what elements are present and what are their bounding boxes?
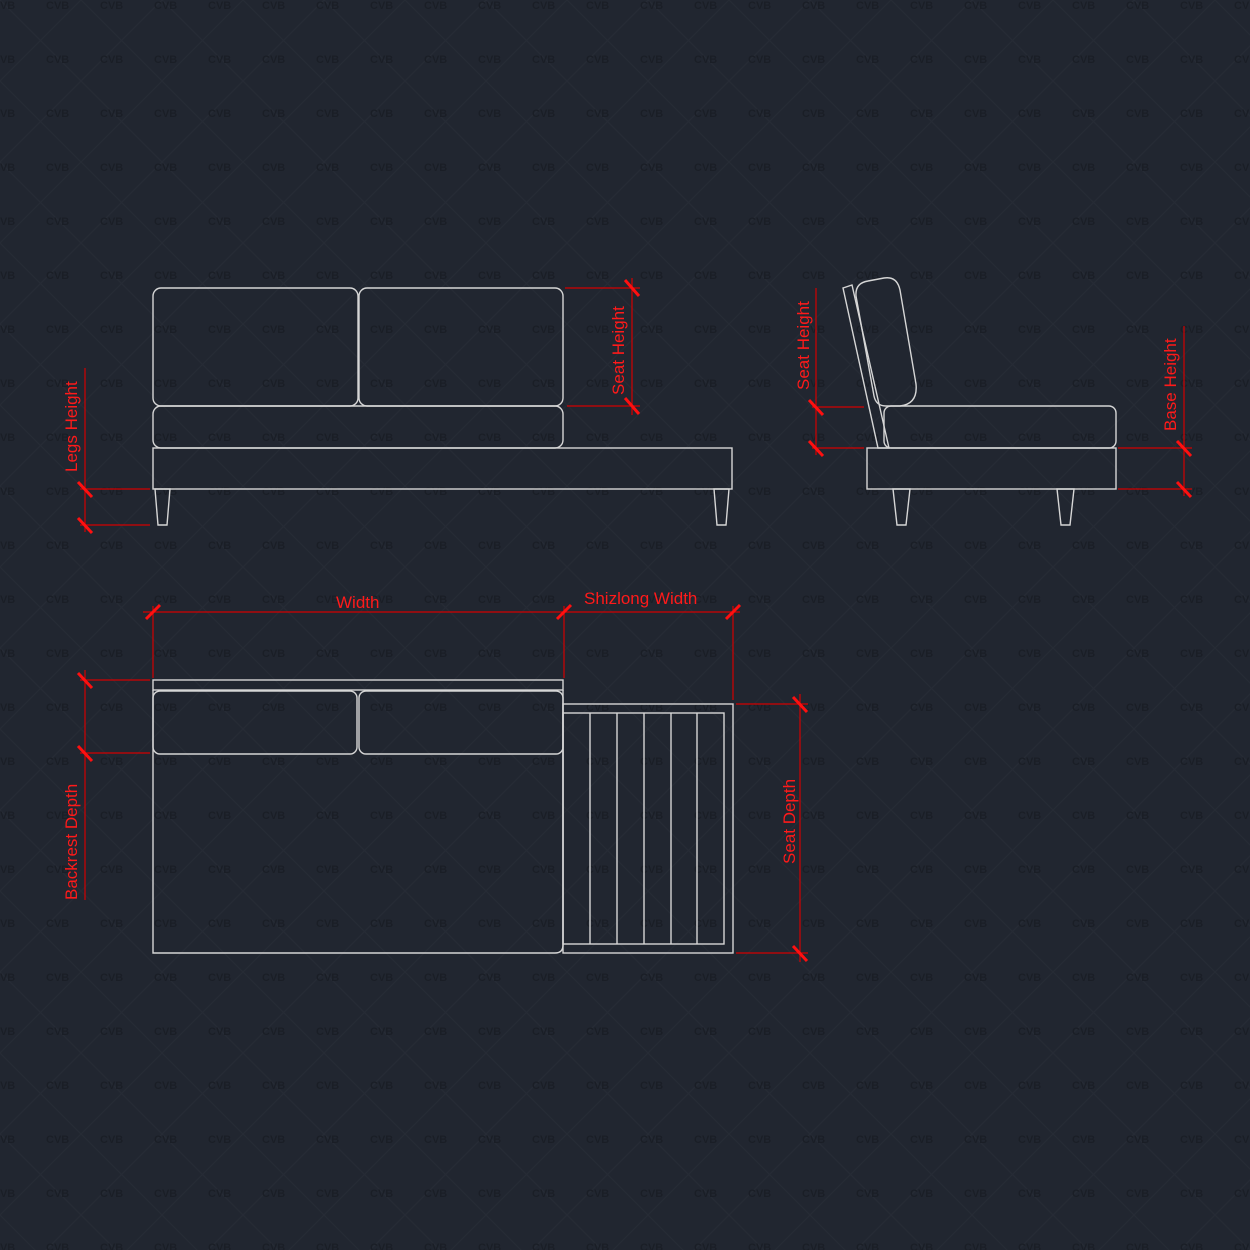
side-back-cushion <box>855 277 917 407</box>
dim-front-seat-height: Seat Height <box>565 278 641 415</box>
front-leg-right <box>713 488 730 526</box>
label-front-legs-height: Legs Height <box>62 381 81 472</box>
dim-top-width: Width <box>143 593 740 678</box>
dim-top-backrest-depth: Backrest Depth <box>62 670 150 900</box>
front-leg-left <box>154 488 171 526</box>
label-front-seat-height: Seat Height <box>609 306 628 395</box>
front-view: Seat Height Legs Height <box>62 278 733 535</box>
label-top-backrest-depth: Backrest Depth <box>62 784 81 900</box>
dim-top-shizlong-width: Shizlong Width <box>584 589 742 700</box>
label-top-seat-depth: Seat Depth <box>780 779 799 864</box>
dim-front-legs-height: Legs Height <box>62 368 150 535</box>
label-side-base-height: Base Height <box>1161 338 1180 431</box>
dim-top-seat-depth: Seat Depth <box>736 694 809 963</box>
label-top-shizlong-width: Shizlong Width <box>584 589 697 608</box>
side-base <box>866 447 1117 490</box>
front-base <box>152 447 733 490</box>
top-chaise-slats <box>589 713 698 944</box>
label-side-seat-height: Seat Height <box>794 301 813 390</box>
label-top-width: Width <box>336 593 379 612</box>
dim-side-base-height: Base Height <box>1118 326 1193 499</box>
side-view: Seat Height Base Height <box>794 277 1193 526</box>
side-leg-right <box>1056 488 1075 526</box>
top-backrest-strip <box>152 679 564 691</box>
top-view: Width Shizlong Width Backrest Depth Seat… <box>62 589 809 963</box>
side-leg-left <box>892 488 911 526</box>
dim-side-seat-height: Seat Height <box>794 288 864 458</box>
